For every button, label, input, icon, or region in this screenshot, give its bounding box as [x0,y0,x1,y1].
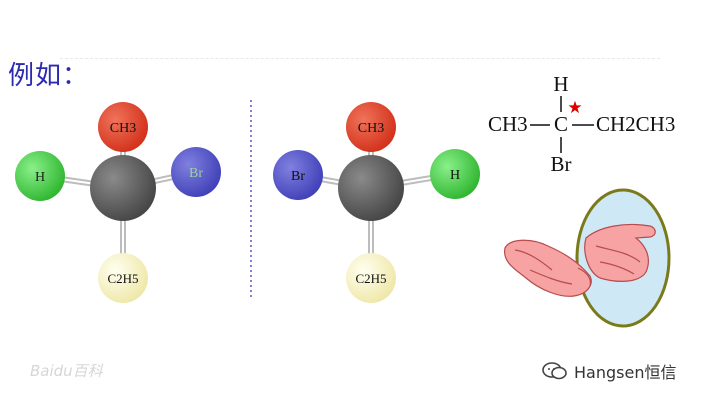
carbon-atom-right [338,155,404,221]
h-atom-left [15,151,65,201]
ch3-atom-right [346,102,396,152]
br-atom-right [273,150,323,200]
c2h5-label-left: C2H5 [107,271,138,286]
page-title: 例如： [8,61,90,91]
h-label-left: H [35,170,45,185]
brand-footer: Hangsen恒信 [542,359,676,383]
brand-name: Hangsen恒信 [574,363,677,382]
hand-icon [504,239,592,297]
ch3-label-left: CH3 [110,121,136,136]
formula-left-group: CH3 [488,112,528,136]
c2h5-label-right: C2H5 [355,271,386,286]
reflected-hand-icon [584,223,656,282]
carbon-atom-left [90,155,156,221]
br-label-right: Br [291,169,305,184]
h-label-right: H [450,168,460,183]
formula-top-h: H [553,72,568,96]
molecule-right: CH3 Br H C2H5 [273,102,480,303]
br-label-left: Br [189,166,203,181]
formula-bottom-br: Br [551,152,572,176]
br-atom-left [171,147,221,197]
top-divider-line [60,58,660,59]
molecule-left: CH3 H Br C2H5 [15,102,221,303]
h-atom-right [430,149,480,199]
watermark-logo: Baidu百科 [30,362,103,380]
structural-formula: H CH3 C CH2CH3 Br ★ [488,72,675,176]
wechat-icon [542,362,567,380]
c2h5-atom-right [346,253,396,303]
ch3-label-right: CH3 [358,121,384,136]
mirror-hands-illustration [504,188,671,328]
c2h5-atom-left [98,253,148,303]
ch3-atom-left [98,102,148,152]
chiral-star-icon: ★ [567,98,582,117]
formula-center-c: C [554,112,568,136]
formula-right-group: CH2CH3 [596,112,675,136]
